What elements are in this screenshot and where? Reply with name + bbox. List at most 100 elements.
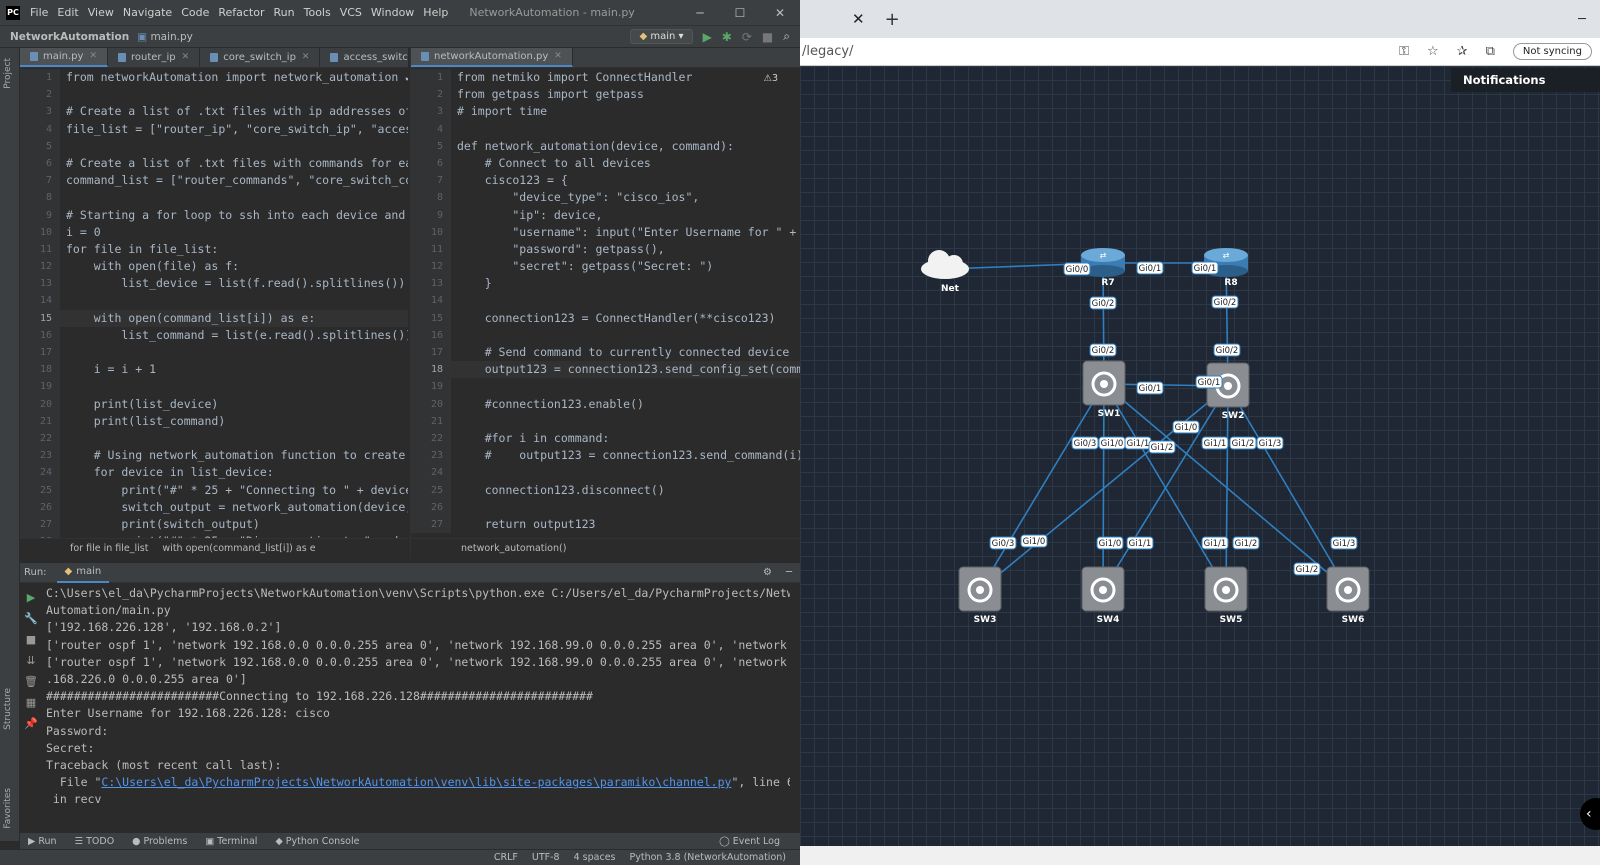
code-line[interactable]: 13 list_device = list(f.read().splitline…: [20, 275, 408, 293]
layout-icon[interactable]: ▦: [25, 696, 37, 709]
topology-link[interactable]: [979, 385, 1229, 591]
run-icon[interactable]: ▶: [702, 29, 712, 44]
stop-icon[interactable]: ■: [761, 29, 774, 44]
code-line[interactable]: 18 output123 = connection123.send_config…: [411, 361, 800, 379]
code-line[interactable]: 16: [411, 326, 800, 344]
code-line[interactable]: 20 #connection123.enable(): [411, 395, 800, 413]
tab-networkautomation-py[interactable]: networkAutomation.py✕: [411, 48, 573, 67]
topology-link[interactable]: [1103, 383, 1227, 591]
code-line[interactable]: 26: [411, 498, 800, 516]
tab-access-switch-ip[interactable]: access_switch_ip✕: [320, 48, 408, 67]
port-label-12[interactable]: Gi1/1: [1124, 436, 1152, 450]
interpreter-status[interactable]: Python 3.8 (NetworkAutomation): [629, 852, 787, 863]
code-line[interactable]: 10 "username": input("Enter Username for…: [411, 223, 800, 241]
port-label-13[interactable]: Gi1/2: [1148, 440, 1176, 454]
node-r7[interactable]: ⇄R7: [1081, 248, 1125, 288]
code-line[interactable]: 19: [20, 378, 408, 396]
code-line[interactable]: 21 print(list_command): [20, 412, 408, 430]
pin-icon[interactable]: 📌: [24, 717, 38, 730]
terminal-tool-button[interactable]: ▣ Terminal: [205, 835, 258, 847]
code-line[interactable]: 12 with open(file) as f:: [20, 258, 408, 276]
run-config-select[interactable]: ◆ main ▾: [630, 29, 693, 44]
breadcrumb-item[interactable]: network_automation(): [461, 543, 567, 554]
close-icon[interactable]: ✕: [774, 5, 786, 20]
code-line[interactable]: 18 i = i + 1: [20, 361, 408, 379]
node-sw6[interactable]: SW6: [1326, 566, 1370, 625]
port-label-18[interactable]: Gi1/0: [1020, 534, 1048, 548]
favorites-tool-tab[interactable]: Favorites: [3, 788, 13, 829]
code-line[interactable]: 20 print(list_device): [20, 395, 408, 413]
code-line[interactable]: 19: [411, 378, 800, 396]
code-line[interactable]: 21: [411, 412, 800, 430]
close-tab-icon[interactable]: ✕: [301, 52, 310, 62]
search-icon[interactable]: ⌕: [783, 29, 790, 43]
run-tab-main[interactable]: ◆main: [56, 563, 110, 583]
menu-navigate[interactable]: Navigate: [122, 6, 173, 19]
console-output[interactable]: C:\Users\el_da\PycharmProjects\NetworkAu…: [46, 585, 790, 808]
todo-tool-button[interactable]: ☰ TODO: [74, 835, 115, 847]
close-tab-icon[interactable]: ✕: [554, 51, 562, 61]
port-label-8[interactable]: Gi0/1: [1195, 375, 1223, 389]
code-line[interactable]: 9 "ip": device,: [411, 206, 800, 224]
python-console-button[interactable]: ◆ Python Console: [275, 835, 360, 847]
breadcrumb-item[interactable]: with open(command_list[i]) as e: [162, 543, 316, 554]
port-label-15[interactable]: Gi1/2: [1229, 436, 1257, 450]
indent-status[interactable]: 4 spaces: [573, 852, 616, 863]
key-icon[interactable]: ⚿: [1399, 44, 1409, 59]
node-sw2[interactable]: SW2: [1206, 362, 1250, 421]
port-label-22[interactable]: Gi1/2: [1232, 536, 1260, 550]
code-line[interactable]: 6# Create a list of .txt files with comm…: [20, 154, 408, 173]
code-line[interactable]: 25 connection123.disconnect(): [411, 481, 800, 499]
code-line[interactable]: 7 cisco123 = {: [411, 172, 800, 190]
port-label-11[interactable]: Gi1/0: [1098, 436, 1126, 450]
port-label-16[interactable]: Gi1/3: [1256, 436, 1284, 450]
node-sw4[interactable]: SW4: [1081, 566, 1125, 625]
code-line[interactable]: 22: [20, 429, 408, 448]
close-tab-icon[interactable]: ✕: [181, 52, 190, 62]
tab-router-ip[interactable]: router_ip✕: [108, 48, 201, 67]
code-line[interactable]: 15 connection123 = ConnectHandler(**cisc…: [411, 309, 800, 327]
breadcrumb-item[interactable]: for file in file_list: [70, 543, 149, 554]
menu-vcs[interactable]: VCS: [339, 6, 362, 19]
editor-main-py[interactable]: main.py✕router_ip✕core_switch_ip✕access_…: [20, 48, 408, 558]
project-crumb[interactable]: NetworkAutomation: [10, 30, 130, 43]
code-line[interactable]: 23 # Using network_automation function t…: [20, 447, 408, 465]
problems-tool-button[interactable]: ● Problems: [132, 835, 188, 847]
port-label-0[interactable]: Gi0/0: [1063, 262, 1091, 276]
topology-link[interactable]: [1102, 385, 1229, 591]
favorites-icon[interactable]: ✰: [1456, 44, 1468, 59]
collections-icon[interactable]: ⧉: [1485, 44, 1495, 59]
code-line[interactable]: 13 }: [411, 275, 800, 293]
code-line[interactable]: 27 return output123: [411, 515, 800, 534]
code-line[interactable]: 6 # Connect to all devices: [411, 154, 800, 173]
port-label-5[interactable]: Gi0/2: [1089, 343, 1117, 357]
node-sw3[interactable]: SW3: [958, 566, 1002, 625]
code-line[interactable]: 24 for device in list_device:: [20, 464, 408, 482]
structure-tool-tab[interactable]: Structure: [3, 688, 13, 730]
port-label-9[interactable]: Gi1/0: [1172, 420, 1200, 434]
notifications-header[interactable]: Notifications: [1451, 68, 1600, 92]
stop-icon[interactable]: ■: [25, 633, 37, 646]
tab-core-switch-ip[interactable]: core_switch_ip✕: [200, 48, 321, 67]
node-sw5[interactable]: SW5: [1204, 566, 1248, 625]
code-line[interactable]: 12 "secret": getpass("Secret: "): [411, 258, 800, 276]
code-line[interactable]: 5: [20, 137, 408, 155]
tab-main-py[interactable]: main.py✕: [20, 48, 108, 67]
code-line[interactable]: 15 with open(command_list[i]) as e:: [20, 309, 408, 327]
rerun-icon[interactable]: ▶: [26, 591, 36, 604]
topology-link[interactable]: [1103, 383, 1349, 591]
menu-tools[interactable]: Tools: [303, 6, 331, 19]
chevron-left-icon[interactable]: ‹: [1580, 798, 1600, 830]
scroll-end-icon[interactable]: ⇊: [26, 654, 36, 667]
code-line[interactable]: 8: [20, 189, 408, 207]
code-line[interactable]: 9# Starting a for loop to ssh into each …: [20, 206, 408, 224]
